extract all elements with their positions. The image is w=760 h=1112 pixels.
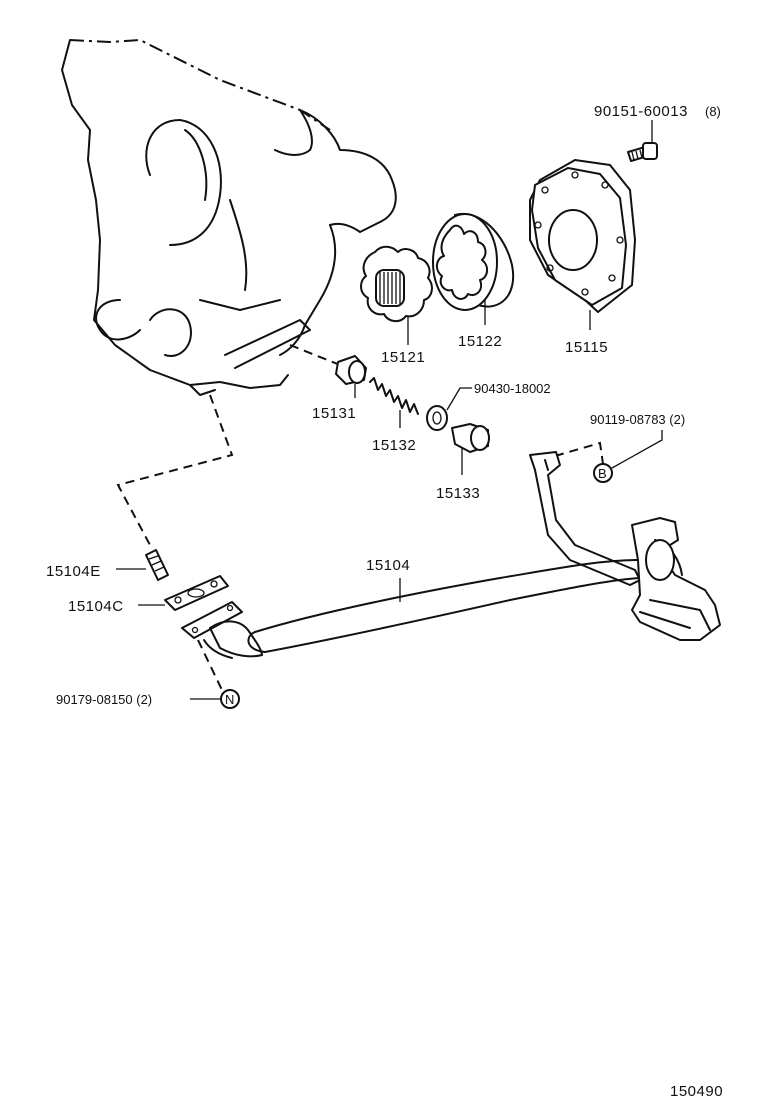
label-15115: 15115 xyxy=(565,339,608,356)
label-90179-08150: 90179-08150 (2) xyxy=(56,692,152,707)
label-15104C: 15104C xyxy=(68,598,124,615)
label-90151-60013: 90151-60013 xyxy=(594,103,688,120)
label-15133: 15133 xyxy=(436,485,480,502)
ref-b-letter: B xyxy=(598,466,607,481)
label-90151-qty: (8) xyxy=(705,104,721,119)
gasket-washer xyxy=(426,405,448,431)
diagram-number: 150490 xyxy=(670,1083,723,1100)
guide-line-block-to-relief xyxy=(289,344,341,366)
guide-line-bracket-bolt xyxy=(554,441,604,465)
engine-block-housing xyxy=(61,38,397,396)
ref-n-letter: N xyxy=(225,692,234,707)
relief-spring xyxy=(369,377,419,415)
label-15104: 15104 xyxy=(366,557,410,574)
strainer-stud xyxy=(145,549,169,581)
label-15131: 15131 xyxy=(312,405,356,422)
label-15121: 15121 xyxy=(381,349,425,366)
driven-rotor xyxy=(432,212,515,311)
cover-bolt xyxy=(627,142,658,162)
label-15122: 15122 xyxy=(458,333,502,350)
guide-line-block-to-strainer xyxy=(116,394,234,546)
label-90430-18002: 90430-18002 xyxy=(474,381,551,396)
label-90119-08783: 90119-08783 (2) xyxy=(590,412,685,427)
strainer-gasket xyxy=(164,575,229,611)
relief-valve xyxy=(335,355,367,385)
leader-90119 xyxy=(611,430,663,469)
label-15104E: 15104E xyxy=(46,563,101,580)
pump-cover xyxy=(529,159,636,313)
oil-strainer-assembly xyxy=(181,451,721,659)
drive-rotor xyxy=(360,245,433,322)
ref-circle-n xyxy=(220,689,240,709)
guide-line-strainer-bolt xyxy=(197,639,223,691)
relief-plug xyxy=(451,423,490,453)
label-15132: 15132 xyxy=(372,437,416,454)
leader-90430 xyxy=(446,387,472,411)
